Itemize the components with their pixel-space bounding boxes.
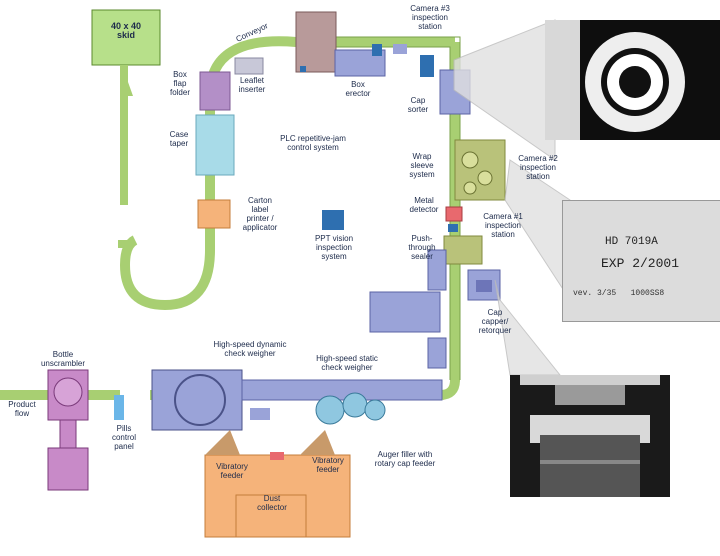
label-ppt-vision: PPT vision inspection system [314, 234, 354, 261]
label-dust-collector: Dust collector [257, 494, 287, 512]
box-erector-frame [295, 11, 337, 73]
label-leaflet-inserter: Leaflet inserter [238, 76, 266, 94]
label-carton-label: Carton label printer / applicator [242, 196, 278, 232]
label-cap-capper: Cap capper/ retorquer [478, 308, 512, 335]
label-box-flap-folder: Box flap folder [169, 70, 190, 97]
skid [91, 9, 161, 66]
skid-conveyor [120, 65, 128, 205]
carton-label-printer [197, 199, 231, 229]
label-bottle-unscrambler: Bottle unscrambler [40, 350, 85, 368]
label-high-speed-dynamic: High-speed dynamic check weigher [213, 340, 287, 358]
conveyor-outline [296, 36, 461, 380]
label-product-flow: Product flow [8, 400, 36, 418]
label-vibratory-feeder-1: Vibratory feeder [216, 462, 248, 480]
label-cap-sorter: Cap sorter [407, 96, 429, 114]
label-line-2: EXP 2/2001 [601, 256, 680, 271]
label-high-speed-static: High-speed static check weigher [316, 354, 378, 372]
label-box-erector: Box erector [345, 80, 371, 98]
case-taper [195, 114, 235, 176]
leader-lines [453, 19, 571, 376]
label-vibratory-feeder-2: Vibratory feeder [312, 456, 344, 474]
wrap-sleeve-system [454, 139, 506, 201]
label-push-through: Push- through sealer [408, 234, 436, 261]
bottle-capper-image [510, 375, 670, 497]
push-through-sealer [443, 235, 483, 265]
label-plc-control: PLC repetitive-jam control system [280, 134, 346, 152]
dust-collector-box [235, 494, 307, 538]
photo-cap-ring [545, 20, 720, 140]
label-auger-filler: Auger filler with rotary cap feeder [374, 450, 436, 468]
ppt-vision [322, 210, 344, 230]
photo-label-print: HD 7019A EXP 2/2001 vev. 3/35 1000SS8 [562, 200, 720, 322]
label-pills-control: Pills control panel [111, 424, 136, 451]
label-camera-3: Camera #3 inspection station [410, 4, 450, 31]
pills-control-panel [114, 395, 124, 420]
label-wrap-sleeve: Wrap sleeve system [409, 152, 435, 179]
metal-detector [445, 206, 463, 222]
label-camera-1: Camera #1 inspection station [483, 212, 523, 239]
photo-bottle-capper [510, 375, 670, 497]
label-case-taper: Case taper [169, 130, 189, 148]
box-flap-folder [199, 71, 231, 111]
equipment-block [369, 291, 441, 333]
label-line-3: vev. 3/35 1000SS8 [573, 289, 665, 298]
label-skid: 40 x 40 skid [110, 21, 142, 40]
leaflet-inserter [234, 57, 264, 75]
cap-ring-image [545, 20, 720, 140]
label-line-1: HD 7019A [605, 236, 658, 248]
label-camera-2: Camera #2 inspection station [518, 154, 558, 181]
label-metal-detector: Metal detector [409, 196, 439, 214]
dynamic-check-weigher [151, 369, 243, 431]
